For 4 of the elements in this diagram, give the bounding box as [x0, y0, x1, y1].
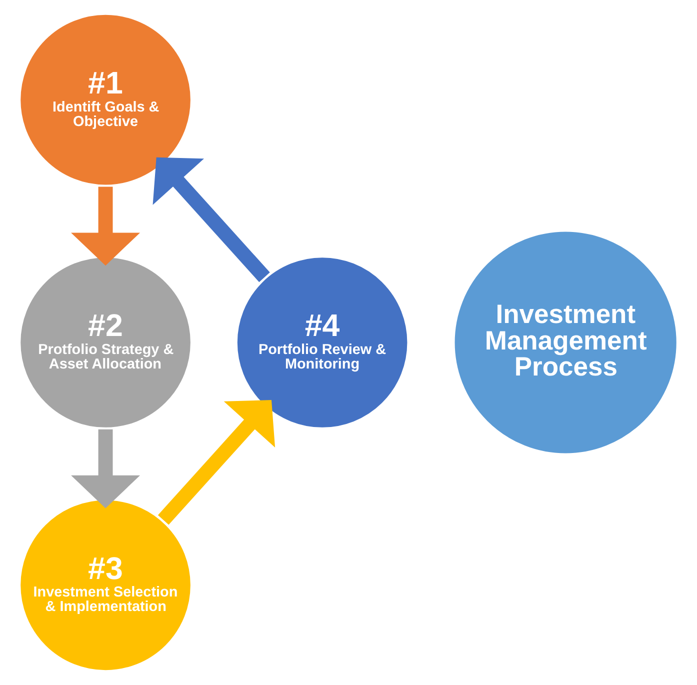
arrow	[71, 186, 140, 266]
arrow	[71, 429, 140, 508]
arrow	[158, 400, 276, 525]
arrow	[152, 157, 270, 282]
